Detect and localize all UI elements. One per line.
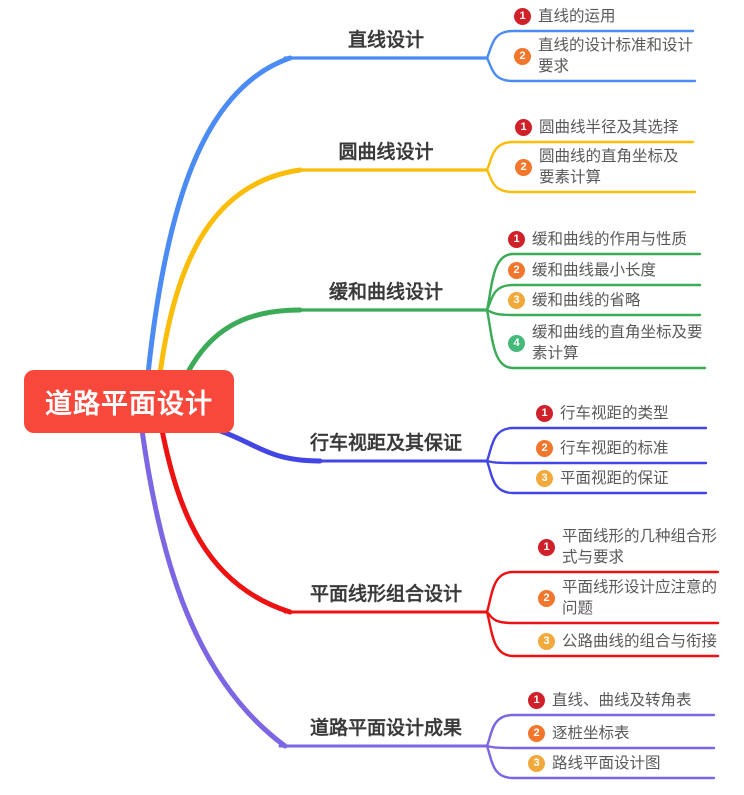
child-item-5-1[interactable]: 1 平面线形的几种组合形 式与要求 [538,526,717,568]
child-item-label: 平面线形的几种组合形 式与要求 [562,528,718,566]
branch-4-lines [209,425,708,495]
child-item-3-4[interactable]: 4 缓和曲线的直角坐标及要 素计算 [508,322,703,364]
branch-1-lines [145,29,697,377]
child-item-label: 平面线形设计应注意的 问题 [562,579,718,617]
child-item-2-1[interactable]: 1 圆曲线半径及其选择 [515,117,679,138]
child-item-label: 缓和曲线的直角坐标及要 素计算 [532,324,703,362]
branch-6-lines [139,427,716,780]
child-item-5-3[interactable]: 3 公路曲线的组合与衔接 [538,631,717,652]
number-badge: 3 [536,470,553,487]
child-item-label: 行车视距的标准 [560,440,669,457]
child-item-3-1[interactable]: 1 缓和曲线的作用与性质 [508,229,687,250]
child-item-label: 缓和曲线的省略 [532,292,641,309]
child-item-label: 直线的运用 [538,8,616,25]
number-badge: 1 [528,692,545,709]
child-item-label: 逐桩坐标表 [552,725,630,742]
branch-2-lines [157,140,697,377]
child-item-label: 直线、曲线及转角表 [552,692,692,709]
child-item-label: 缓和曲线最小长度 [532,262,657,279]
number-badge: 3 [508,292,525,309]
number-badge: 2 [528,725,545,742]
branch-label-sight-distance[interactable]: 行车视距及其保证 [309,433,462,454]
child-item-1-1[interactable]: 1 直线的运用 [514,6,616,27]
number-badge: 2 [536,440,553,457]
number-badge: 1 [536,405,553,422]
child-item-2-2[interactable]: 2 圆曲线的直角坐标及 要素计算 [515,146,679,188]
number-badge: 4 [508,334,525,352]
number-badge: 3 [538,633,555,650]
child-item-4-2[interactable]: 2 行车视距的标准 [536,438,669,459]
branch-5-lines [159,427,720,658]
child-item-label: 平面视距的保证 [560,470,669,487]
child-item-label: 缓和曲线的作用与性质 [532,231,688,248]
child-item-label: 行车视距的类型 [560,405,669,422]
branch-label-alignment-combination[interactable]: 平面线形组合设计 [309,584,462,605]
root-topic-node[interactable]: 道路平面设计 [24,370,234,433]
child-item-label: 公路曲线的组合与衔接 [562,633,718,650]
child-item-label: 圆曲线的直角坐标及 要素计算 [539,148,679,186]
child-item-label: 圆曲线半径及其选择 [539,119,679,136]
branch-label-straight-line-design[interactable]: 直线设计 [347,30,424,51]
child-item-5-2[interactable]: 2 平面线形设计应注意的 问题 [538,577,717,619]
child-item-3-2[interactable]: 2 缓和曲线最小长度 [508,260,656,281]
child-item-4-1[interactable]: 1 行车视距的类型 [536,403,669,424]
child-item-label: 路线平面设计图 [552,755,661,772]
number-badge: 3 [528,755,545,772]
number-badge: 2 [514,47,531,65]
branch-3-lines [185,252,707,375]
number-badge: 2 [508,262,525,279]
branch-label-design-results[interactable]: 道路平面设计成果 [309,718,462,739]
number-badge: 2 [538,589,555,607]
number-badge: 1 [515,119,532,136]
child-item-4-3[interactable]: 3 平面视距的保证 [536,468,669,489]
child-item-6-3[interactable]: 3 路线平面设计图 [528,753,661,774]
number-badge: 1 [538,538,555,556]
branch-label-transition-curve-design[interactable]: 缓和曲线设计 [328,282,443,303]
child-item-6-2[interactable]: 2 逐桩坐标表 [528,723,630,744]
child-item-6-1[interactable]: 1 直线、曲线及转角表 [528,690,692,711]
child-item-3-3[interactable]: 3 缓和曲线的省略 [508,290,641,311]
child-item-label: 直线的设计标准和设计 要求 [538,37,694,75]
number-badge: 1 [514,8,531,25]
child-item-1-2[interactable]: 2 直线的设计标准和设计 要求 [514,35,693,77]
branch-label-circular-curve-design[interactable]: 圆曲线设计 [338,142,434,163]
number-badge: 2 [515,158,532,176]
number-badge: 1 [508,231,525,248]
